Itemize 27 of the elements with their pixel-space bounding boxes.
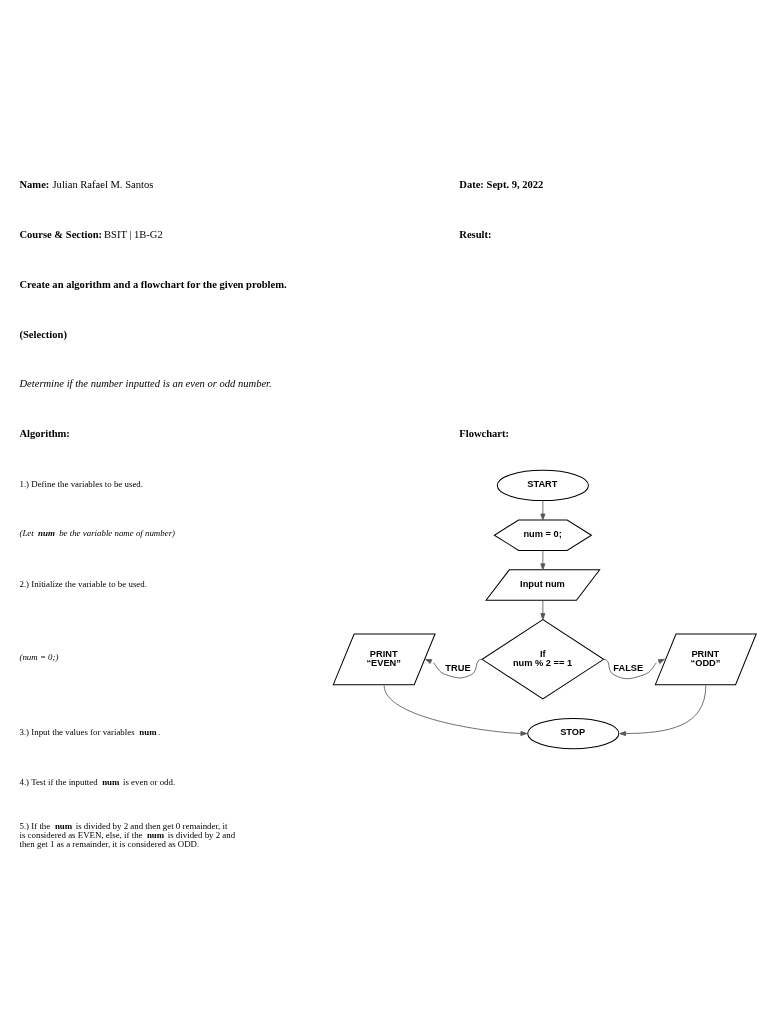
label: 4.) Test if the inputted num is even or odd.	[19, 776, 176, 787]
edge-label: TRUE	[445, 662, 471, 673]
arrow	[383, 685, 528, 736]
label: Algorithm:	[19, 428, 70, 440]
node-ellipse: START	[496, 469, 589, 502]
node-ellipse: STOP	[527, 717, 620, 750]
label: (Selection)	[19, 328, 67, 340]
label: Course & Section: BSIT | 1B-G2	[19, 229, 163, 241]
label: Create an algorithm and a flowchart for the given problem.	[19, 278, 287, 290]
label: 1.) Define the variables to be used.	[19, 479, 143, 490]
label: 2.) Initialize the variable to be used.	[19, 579, 147, 590]
label: Flowchart:	[459, 428, 510, 440]
label: 3.) Input the values for variables num.	[19, 726, 161, 737]
label: Result:	[459, 229, 492, 241]
label: 5.) If the num is divided by 2 and then get 0 remainder, it is considered as EVEN, else, if the num is divided by 2 and then get 1 as a remainder, it is considered as ODD.	[19, 820, 236, 849]
arrow	[603, 658, 665, 680]
arrow	[540, 550, 546, 571]
label: Name: Julian Rafael M. Santos	[19, 179, 154, 191]
label: (num = 0;)	[19, 652, 59, 663]
arrow	[540, 600, 546, 620]
label: Determine if the number inputted is an even or odd number.	[19, 378, 272, 390]
node-diamond: If num % 2 == 1	[481, 619, 605, 700]
label: Date: Sept. 9, 2022	[459, 179, 544, 191]
arrow	[540, 500, 546, 521]
edge-label: FALSE	[613, 662, 644, 673]
arrow	[619, 685, 707, 737]
arrow	[425, 658, 483, 679]
